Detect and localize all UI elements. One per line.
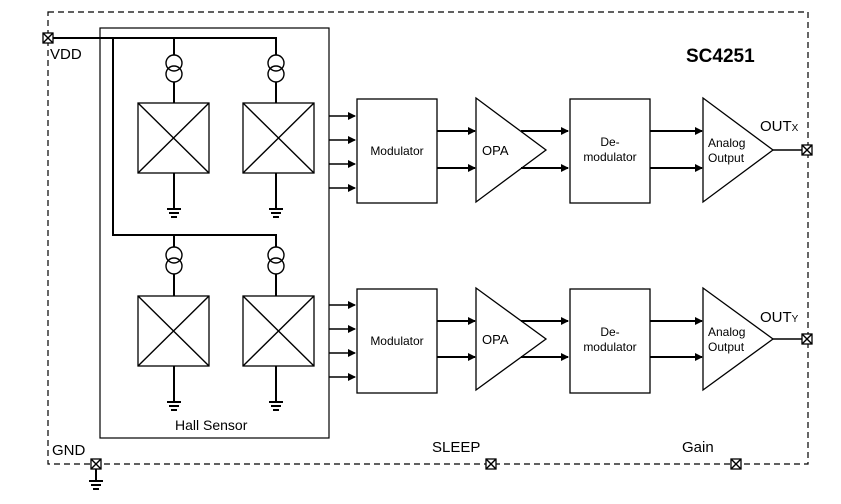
vdd-pin xyxy=(42,32,54,44)
modulator-label: Modulator xyxy=(370,144,423,158)
out-x-label: OUTX xyxy=(760,118,799,135)
analog-output-label-line1: Analog xyxy=(708,136,745,150)
hall-element-icon xyxy=(137,102,210,174)
hall-sensor-label: Hall Sensor xyxy=(175,417,248,433)
current-source-icon xyxy=(267,246,285,296)
current-source-icon xyxy=(165,246,183,296)
hall-to-modulator-arrows xyxy=(329,112,356,192)
sleep-pin xyxy=(485,458,497,470)
opa-amplifier xyxy=(475,96,548,204)
analog-output-label-line2: Output xyxy=(708,340,745,354)
chip-name: SC4251 xyxy=(686,46,755,67)
current-source-icon xyxy=(267,54,285,103)
hall-sensor-block xyxy=(99,27,330,439)
out-y-label: OUTY xyxy=(760,309,799,326)
analog-output-amplifier xyxy=(702,286,775,392)
analog-output-label-line2: Output xyxy=(708,151,745,165)
gain-pin xyxy=(730,458,742,470)
ground-icon xyxy=(167,366,181,411)
demodulator-block xyxy=(569,288,651,394)
demodulator-block xyxy=(569,98,651,204)
ground-icon xyxy=(167,173,181,218)
chip-boundary xyxy=(47,11,809,465)
modulator-block xyxy=(356,288,438,394)
gnd-label: GND xyxy=(52,442,86,459)
ground-icon xyxy=(89,469,103,490)
gnd-pin xyxy=(90,458,102,470)
channel-y: Modulator OPA De- modulator Analog Outpu… xyxy=(329,286,813,394)
supply-wiring xyxy=(53,37,277,247)
demodulator-label-line2: modulator xyxy=(583,150,636,164)
out-y-pin xyxy=(801,333,813,345)
ground-icon xyxy=(269,366,283,411)
demodulator-label-line2: modulator xyxy=(583,340,636,354)
hall-to-modulator-arrows xyxy=(329,301,356,381)
analog-output-label-line1: Analog xyxy=(708,325,745,339)
current-source-icon xyxy=(165,54,183,103)
demodulator-label-line1: De- xyxy=(600,325,619,339)
channel-x: Modulator OPA De- modulator Analog Outpu… xyxy=(329,96,813,204)
out-x-pin xyxy=(801,144,813,156)
opa-amplifier xyxy=(475,286,548,392)
demodulator-label-line1: De- xyxy=(600,135,619,149)
gain-label: Gain xyxy=(682,439,714,456)
opa-label: OPA xyxy=(482,143,509,158)
analog-output-amplifier xyxy=(702,96,775,204)
modulator-label: Modulator xyxy=(370,334,423,348)
modulator-block xyxy=(356,98,438,204)
hall-element-icon xyxy=(242,102,315,174)
opa-label: OPA xyxy=(482,332,509,347)
sleep-label: SLEEP xyxy=(432,439,480,456)
vdd-label: VDD xyxy=(50,46,82,63)
hall-element-icon xyxy=(137,295,210,367)
hall-element-icon xyxy=(242,295,315,367)
ground-icon xyxy=(269,173,283,218)
